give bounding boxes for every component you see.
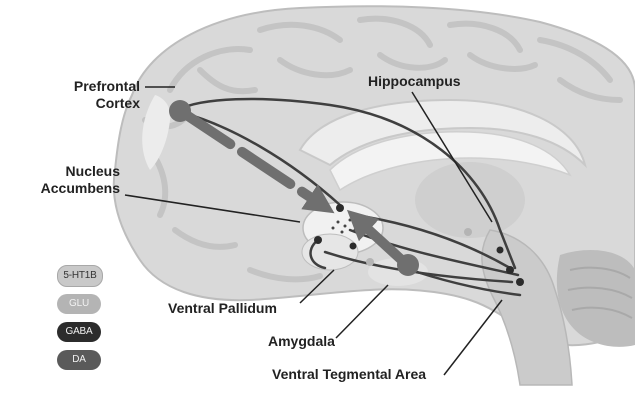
pfc-origin-node (169, 100, 191, 122)
amygdala-label: Amygdala (268, 333, 335, 350)
prefrontal-cortex-label: Prefrontal Cortex (60, 78, 140, 112)
amygdala-leader-line (336, 285, 388, 338)
legend-item-glu: GLU (57, 294, 101, 314)
nucleus-accumbens-label-line2: Accumbens (30, 180, 120, 197)
ventral-tegmental-area-label: Ventral Tegmental Area (272, 366, 426, 383)
nucleus-accumbens-label-line1: Nucleus (30, 163, 120, 180)
prefrontal-cortex-label-line1: Prefrontal (60, 78, 140, 95)
prefrontal-cortex-label-line2: Cortex (60, 95, 140, 112)
hippocampus-label: Hippocampus (368, 73, 461, 90)
ventral-pallidum-label: Ventral Pallidum (168, 300, 277, 317)
legend-item-gaba: GABA (57, 322, 101, 342)
nucleus-accumbens-label: Nucleus Accumbens (30, 163, 120, 197)
thalamus (415, 162, 525, 238)
legend-item-5ht1b: 5-HT1B (57, 265, 103, 287)
amygdala-origin-node (397, 254, 419, 276)
legend-item-da: DA (57, 350, 101, 370)
vta-leader-line (444, 300, 502, 375)
